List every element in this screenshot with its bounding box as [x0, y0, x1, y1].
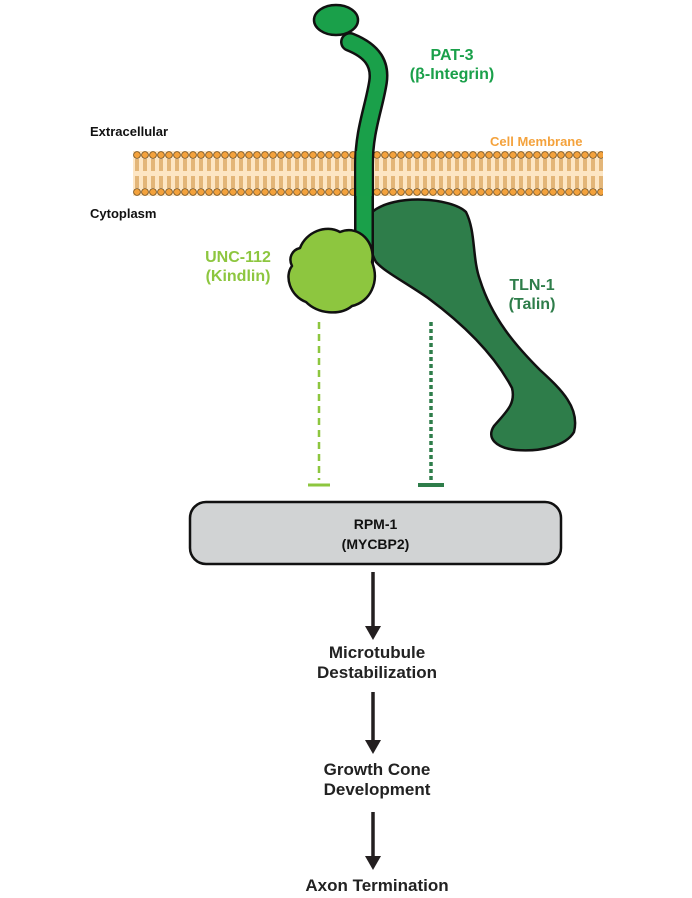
pat3-integrin-stalk-fill: [342, 34, 386, 276]
rpm1-node: RPM-1 (MYCBP2): [190, 502, 561, 564]
unc112-kindlin-blob: [287, 227, 377, 314]
pat3-alias: (β-Integrin): [409, 66, 495, 84]
unc112-name: UNC-112: [205, 249, 271, 266]
cell-membrane-label: Cell Membrane: [490, 134, 583, 149]
step-3-line-1: Axon Termination: [305, 876, 449, 895]
step-2-line-1: Growth Cone: [323, 760, 431, 779]
step-2-line-2: Development: [323, 780, 431, 800]
unc112-label: UNC-112 (Kindlin): [205, 248, 271, 286]
pat3-name: PAT-3: [430, 47, 474, 64]
step-1-line-2: Destabilization: [317, 663, 437, 683]
step-1-line-1: Microtubule: [328, 643, 426, 662]
tln1-alias: (Talin): [508, 296, 556, 314]
cytoplasm-label: Cytoplasm: [90, 206, 157, 221]
unc112-alias: (Kindlin): [205, 268, 271, 286]
arrow-1-head: [365, 626, 381, 640]
pat3-transmembrane-segment: [356, 151, 372, 196]
arrow-3-head: [365, 856, 381, 870]
step-microtubule-destabilization: Microtubule Destabilization: [317, 643, 437, 684]
step-axon-termination: Axon Termination: [305, 876, 448, 896]
tln1-name: TLN-1: [509, 277, 555, 294]
pat3-integrin-head: [312, 3, 360, 37]
step-growth-cone-development: Growth Cone Development: [324, 760, 431, 801]
extracellular-label: Extracellular: [90, 124, 169, 139]
tln1-label: TLN-1 (Talin): [509, 276, 556, 314]
tln1-talin-shape: [367, 198, 577, 452]
rpm1-alias: (MYCBP2): [341, 536, 410, 552]
arrow-2-head: [365, 740, 381, 754]
rpm1-name: RPM-1: [353, 516, 398, 532]
pat3-label: PAT-3 (β-Integrin): [410, 46, 494, 84]
rpm1-box: [188, 500, 563, 566]
